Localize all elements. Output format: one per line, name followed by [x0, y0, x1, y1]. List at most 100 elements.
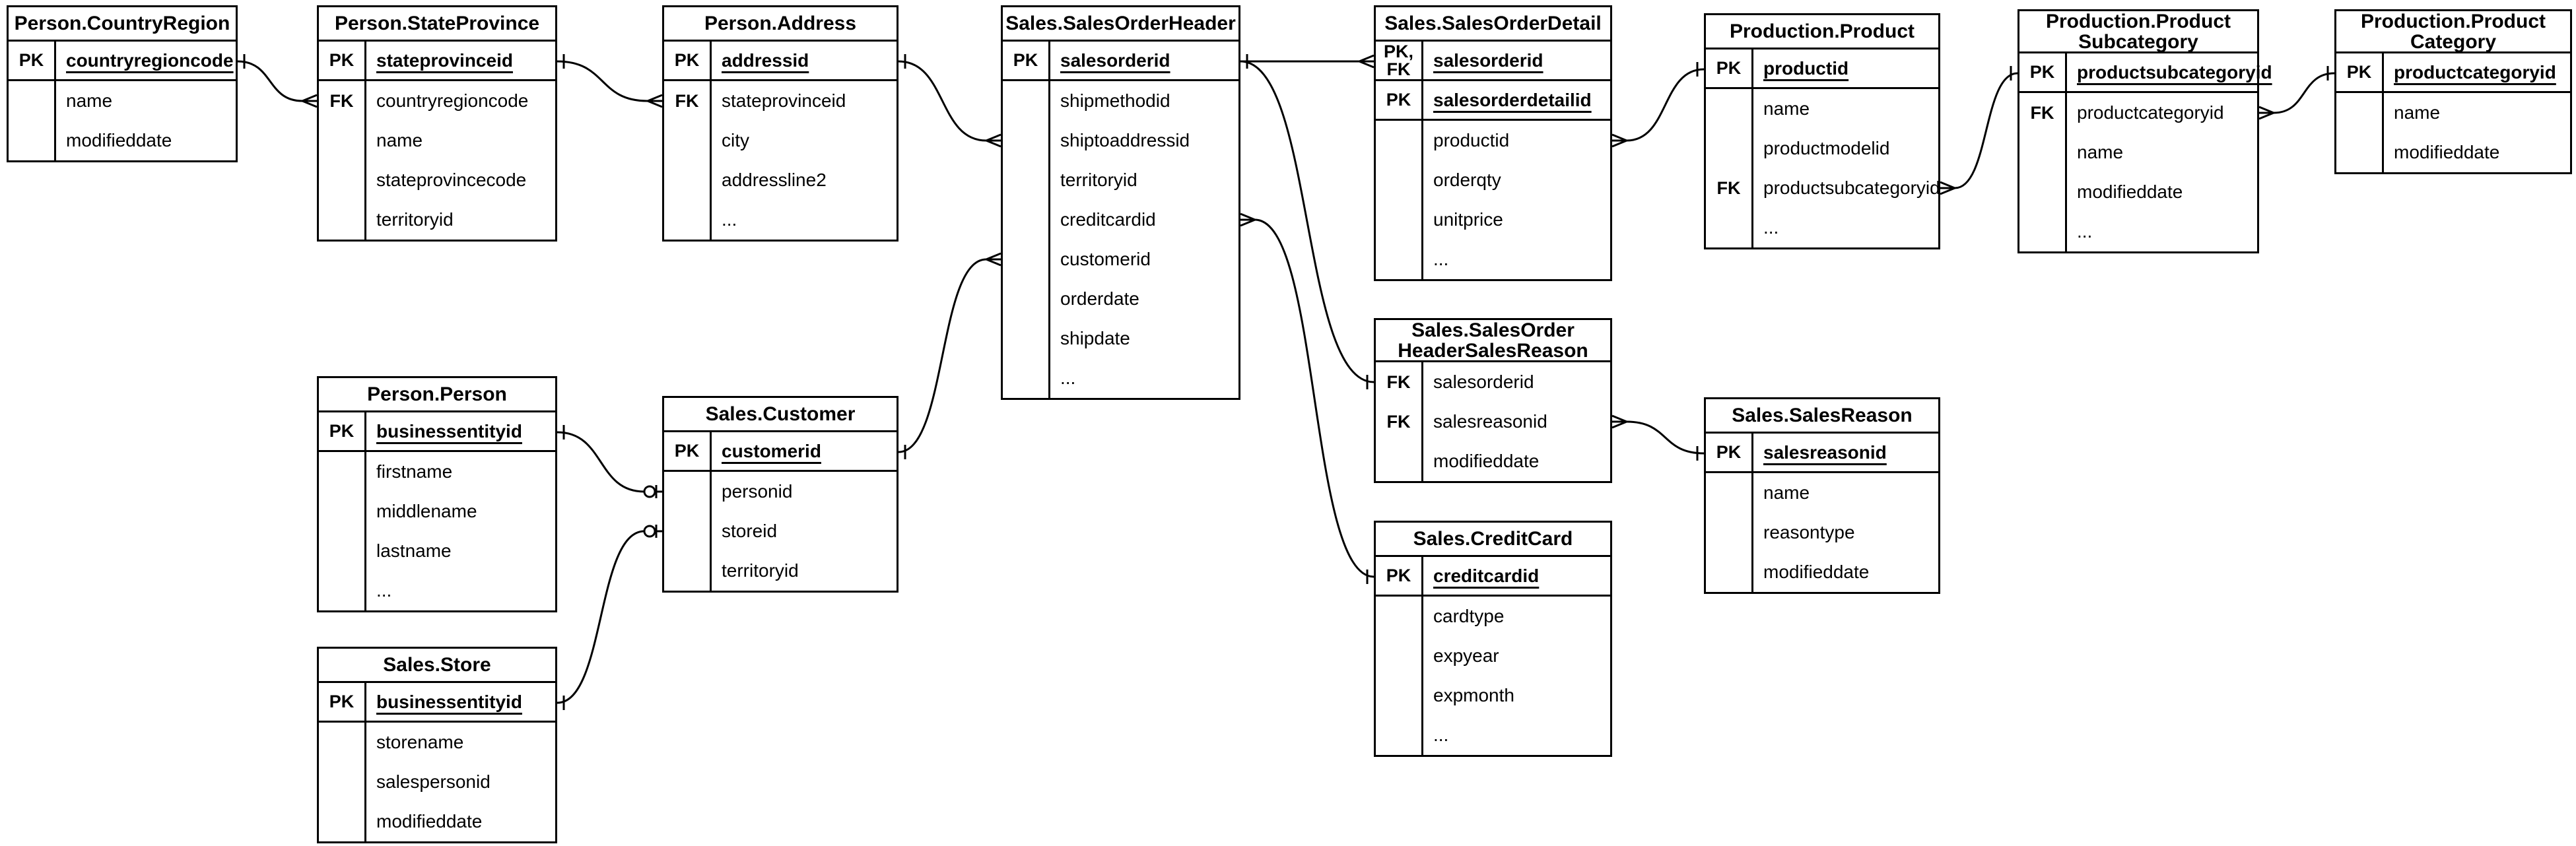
relationship-countryregion-stateprovince[interactable] [237, 54, 318, 108]
field-row: ... [1706, 208, 1938, 247]
relationship-stateprovince-address[interactable] [557, 54, 663, 108]
field-name: productid [1763, 57, 1849, 79]
field-name: creditcardid [1060, 209, 1156, 230]
field-name: ... [1060, 368, 1076, 388]
entity-title: Person.CountryRegion [9, 7, 236, 42]
field-row: shiptoaddressid [1003, 121, 1238, 160]
key-label [319, 531, 366, 571]
field-row: stateprovincecode [319, 160, 555, 200]
relationship-salesorderdetail-product[interactable] [1611, 62, 1705, 148]
key-label [1376, 121, 1423, 160]
key-label [319, 452, 366, 492]
relationship-store-customer[interactable] [557, 525, 662, 710]
key-label: PK [2019, 53, 2067, 91]
key-label [1376, 240, 1423, 279]
field-row: modifieddate [1376, 441, 1610, 481]
field-row: name [319, 121, 555, 160]
field-name: unitprice [1433, 209, 1503, 230]
field-row: salespersonid [319, 762, 555, 802]
relationship-salesorderheader-salesorderdetail[interactable] [1240, 54, 1374, 69]
key-label [1706, 473, 1753, 513]
key-label [1003, 160, 1050, 200]
key-label [1003, 319, 1050, 358]
key-label [2019, 172, 2067, 212]
entity-title: Production.Product Category [2336, 11, 2570, 53]
key-label [319, 121, 366, 160]
field-name: shipmethodid [1060, 90, 1170, 111]
entity-title: Sales.SalesOrderDetail [1376, 7, 1610, 42]
field-name: firstname [376, 461, 453, 482]
key-label [319, 762, 366, 802]
key-label [1003, 279, 1050, 319]
field-row: expmonth [1376, 676, 1610, 715]
field-name: countryregioncode [376, 90, 529, 111]
field-name: salesorderid [1433, 372, 1534, 392]
field-name: ... [722, 209, 737, 230]
relationship-salesorderheader-headersalesreason[interactable] [1240, 54, 1374, 389]
relationship-headersalesreason-salesreason[interactable] [1611, 414, 1705, 461]
key-label [664, 121, 712, 160]
key-label: PK [319, 42, 366, 79]
field-name: addressline2 [722, 170, 827, 190]
relationship-creditcard-salesorderheader[interactable] [1240, 212, 1374, 584]
key-label: FK [1376, 362, 1423, 402]
field-row: customerid [1003, 240, 1238, 279]
field-name: salesreasonid [1433, 411, 1547, 432]
relationship-product-productsubcategory[interactable] [1940, 66, 2018, 195]
key-label [319, 571, 366, 610]
key-label [319, 200, 366, 240]
key-label [1706, 129, 1753, 168]
field-name: productcategoryid [2394, 61, 2556, 82]
field-row: orderdate [1003, 279, 1238, 319]
key-label [1003, 121, 1050, 160]
field-name: ... [1433, 249, 1449, 269]
relationship-address-salesorderheader[interactable] [898, 54, 1001, 148]
entity-title: Sales.SalesOrder HeaderSalesReason [1376, 320, 1610, 362]
relationship-customer-salesorderheader[interactable] [898, 252, 1001, 459]
field-name: middlename [376, 501, 477, 521]
field-name: ... [376, 580, 392, 601]
field-name: stateprovinceid [722, 90, 846, 111]
entity-title: Person.StateProvince [319, 7, 555, 42]
key-label [1376, 200, 1423, 240]
field-row: name [9, 81, 236, 121]
key-label: FK [1376, 402, 1423, 441]
relationship-productsubcategory-productcategory[interactable] [2258, 66, 2335, 120]
field-name: name [1763, 98, 1810, 119]
key-label [1706, 513, 1753, 552]
field-name: shiptoaddressid [1060, 130, 1190, 150]
key-label [664, 511, 712, 551]
entity-title: Person.Person [319, 378, 555, 412]
field-name: productsubcategoryid [1763, 178, 1940, 198]
field-row: unitprice [1376, 200, 1610, 240]
field-row: name [1706, 473, 1938, 513]
key-label: PK [319, 412, 366, 450]
field-row: shipmethodid [1003, 81, 1238, 121]
field-name: expmonth [1433, 685, 1514, 705]
field-row: modifieddate [9, 121, 236, 160]
entity-title: Person.Address [664, 7, 897, 42]
field-row: territoryid [664, 551, 897, 591]
field-row: FK salesreasonid [1376, 402, 1610, 441]
relationship-person-customer[interactable] [557, 425, 662, 498]
